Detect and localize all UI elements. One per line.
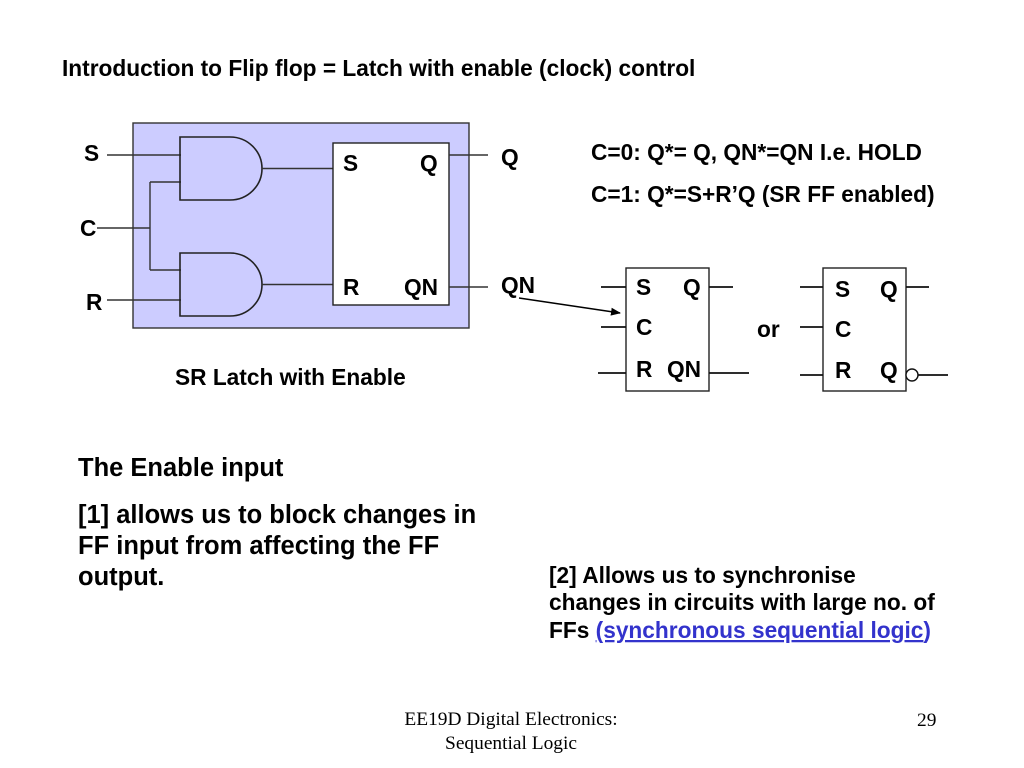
note-hold: C=0: Q*= Q, QN*=QN I.e. HOLD [591, 139, 922, 165]
sr-block-r-label: R [343, 274, 359, 300]
ff-bubble-s-label: S [835, 276, 850, 302]
point1-line-1: [1] allows us to block changes in [78, 501, 476, 529]
slide-footer: EE19D Digital Electronics: Sequential Lo… [404, 709, 936, 754]
ff-qn-r-label: R [636, 356, 652, 382]
and-gate-bottom [179, 252, 263, 317]
ff-qn-q-label: Q [683, 274, 701, 300]
symbol-separator: or [757, 316, 780, 342]
ff-bubble-r-label: R [835, 357, 851, 383]
ff-bubble-q-label: Q [880, 276, 898, 302]
point2-line-3-suffix: ) [923, 617, 931, 643]
point2-line-2: changes in circuits with large no. of [549, 589, 935, 615]
ff-symbol-qn-box [625, 267, 710, 392]
ff-qn-c-label: C [636, 314, 652, 340]
point2-line-3: FFs (synchronous sequential logic) [549, 617, 931, 643]
pointer-arrow [518, 297, 621, 316]
ff-symbol-qn: S Q C R QN [598, 267, 749, 392]
sr-block-q-label: Q [420, 150, 438, 176]
output-label-qn: QN [501, 272, 535, 298]
ff-symbol-bubble-box [822, 267, 907, 392]
enable-input-section: The Enable input [1] allows us to block … [78, 454, 935, 643]
input-label-s: S [84, 140, 99, 166]
and-gate-top [179, 136, 263, 201]
ff-qn-qn-label: QN [667, 356, 701, 382]
point2-line-1: [2] Allows us to synchronise [549, 562, 856, 588]
behaviour-notes: C=0: Q*= Q, QN*=QN I.e. HOLD C=1: Q*=S+R… [591, 139, 935, 207]
footer-course-line-2: Sequential Logic [445, 733, 577, 754]
synchronous-sequential-logic-link-text[interactable]: (synchronous sequential logic [596, 617, 924, 643]
point1-line-2: FF input from affecting the FF [78, 532, 439, 560]
sr-block-s-label: S [343, 150, 358, 176]
footer-course-line-1: EE19D Digital Electronics: [404, 709, 617, 730]
ff-bubble-c-label: C [835, 316, 851, 342]
inversion-bubble [905, 368, 919, 382]
slide-title: Introduction to Flip flop = Latch with e… [62, 55, 695, 81]
input-label-c: C [80, 215, 96, 241]
diagram-caption: SR Latch with Enable [175, 364, 406, 390]
input-label-r: R [86, 289, 102, 315]
ff-symbol-bubble: S Q C R Q [800, 267, 948, 392]
note-enabled: C=1: Q*=S+R’Q (SR FF enabled) [591, 181, 935, 207]
sr-latch-block [332, 142, 450, 306]
output-label-q: Q [501, 144, 519, 170]
sr-block-qn-label: QN [404, 274, 438, 300]
ff-bubble-qbar-label: Q [880, 357, 898, 383]
point2-line-3-prefix: FFs [549, 617, 596, 643]
enable-heading: The Enable input [78, 454, 284, 482]
synchronous-sequential-logic-link[interactable]: (synchronous sequential logic [596, 617, 924, 643]
ff-qn-s-label: S [636, 274, 651, 300]
point1-line-3: output. [78, 563, 164, 591]
wire-c-enable [97, 181, 181, 271]
page-number: 29 [917, 710, 936, 731]
sr-latch-with-enable-diagram: S Q R QN S C R Q QN SR Latch with Enable [80, 122, 535, 390]
